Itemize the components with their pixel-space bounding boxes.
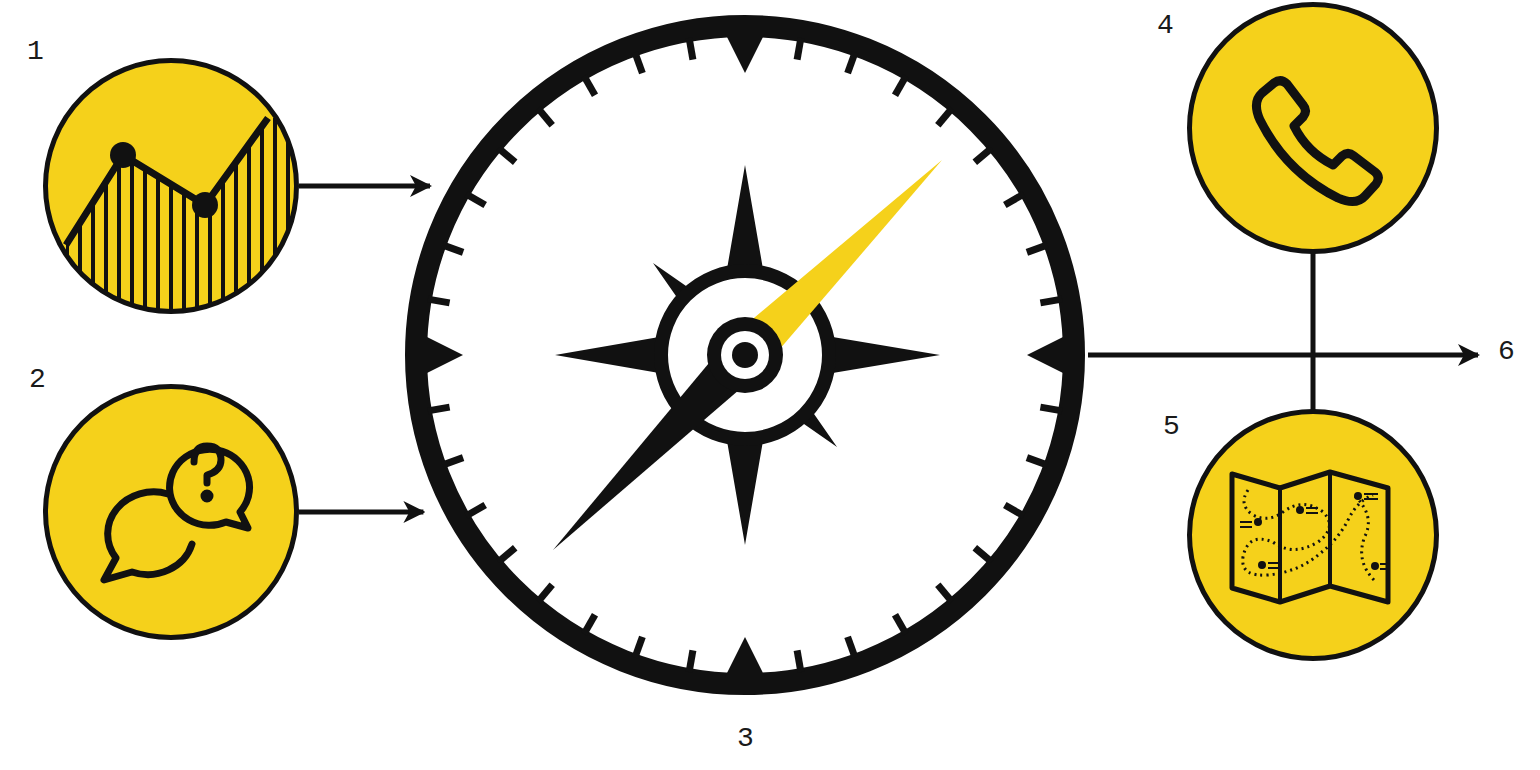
tick-mark [1027,245,1048,253]
cardinal-mark [725,637,765,677]
phone-icon [1256,81,1378,202]
connector-arrow [299,510,423,515]
chart-icon [66,118,300,330]
tick-mark [689,650,693,672]
chat-icon [104,446,250,580]
tick-mark [635,637,643,658]
circle-outline [1187,409,1439,661]
tick-mark [1005,505,1024,516]
tick-mark [1027,458,1048,466]
tick-mark [1040,299,1062,303]
circle-outline [405,15,1085,695]
tick-mark [848,52,856,73]
circle-outline [1187,2,1439,254]
tick-mark [797,650,801,672]
tick-mark [498,548,515,562]
cardinal-mark [725,33,765,73]
callout-number: 4 [1157,10,1174,42]
tick-mark [428,407,450,411]
tick-mark [442,245,463,253]
tick-mark [466,194,485,205]
callout-number: 1 [27,36,44,68]
tick-mark [895,76,906,95]
tick-mark [1040,407,1062,411]
tick-mark [442,458,463,466]
tick-mark [797,38,801,60]
tick-mark [538,108,552,125]
callout-number: 3 [737,723,754,755]
tick-mark [975,148,992,162]
tick-mark [498,148,515,162]
cardinal-mark [423,335,463,375]
tick-mark [848,637,856,658]
circle-outline [43,58,299,314]
tick-mark [1005,194,1024,205]
tick-mark [938,108,952,125]
chart-circle: 1 [43,58,299,314]
circle-outline [43,384,299,640]
tick-mark [584,615,595,634]
cardinal-mark [1027,335,1067,375]
tick-mark [584,76,595,95]
callout-number: 6 [1498,336,1515,368]
compass-circle: 3 [405,15,1085,695]
map-icon [1232,472,1388,602]
tick-mark [538,585,552,602]
compass-ticks [423,33,1067,677]
connector-arrow [299,184,430,189]
tick-mark [689,38,693,60]
tick-mark [428,299,450,303]
tick-mark [975,548,992,562]
connector-arrow [1311,252,1316,411]
map-circle: 5 [1187,409,1439,661]
compass-rose [553,160,942,550]
tick-mark [938,585,952,602]
output-arrow [1088,353,1478,358]
question-circle: 2 [43,384,299,640]
phone-circle: 4 [1187,2,1439,254]
tick-mark [895,615,906,634]
tick-mark [466,505,485,516]
callout-number: 2 [29,364,46,396]
tick-mark [635,52,643,73]
callout-number: 5 [1163,411,1180,443]
